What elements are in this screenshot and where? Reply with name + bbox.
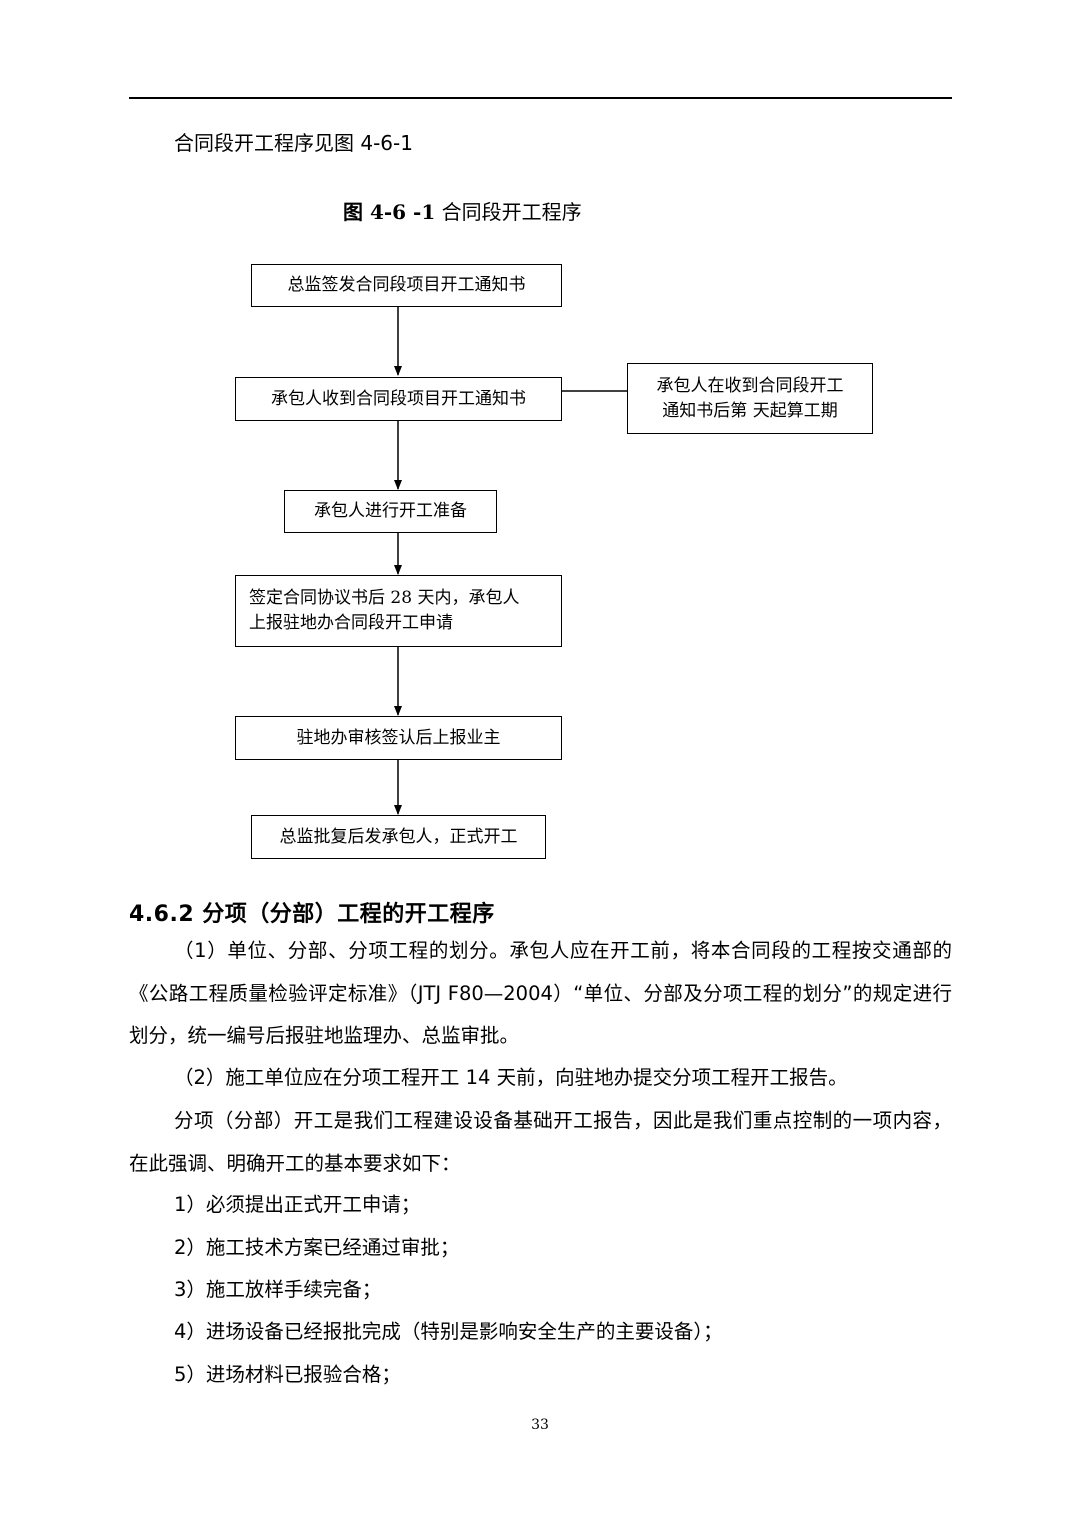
list-item: 4）进场设备已经报批完成（特别是影响安全生产的主要设备）；	[174, 1320, 723, 1343]
flow-box-approval: 总监批复后发承包人，正式开工	[251, 815, 546, 859]
list-item: 3）施工放样手续完备；	[174, 1278, 382, 1301]
flow-box-duration-note: 承包人在收到合同段开工 通知书后第 天起算工期	[627, 363, 873, 434]
figure-title: 合同段开工程序	[441, 200, 582, 224]
flow-box-issue-notice: 总监签发合同段项目开工通知书	[251, 264, 562, 307]
intro-line: 合同段开工程序见图 4-6-1	[174, 131, 413, 155]
header-rule	[129, 97, 952, 99]
page-number: 33	[531, 1417, 549, 1433]
list-item: 2）施工技术方案已经通过审批；	[174, 1236, 460, 1259]
figure-number: 图 4-6 -1	[343, 200, 436, 224]
flow-box-receive-notice: 承包人收到合同段项目开工通知书	[235, 377, 562, 421]
list-item: 1）必须提出正式开工申请；	[174, 1193, 421, 1216]
flow-box-review: 驻地办审核签认后上报业主	[235, 716, 562, 760]
flow-box-application: 签定合同协议书后 28 天内，承包人 上报驻地办合同段开工申请	[235, 575, 562, 647]
flowchart-connectors	[394, 306, 627, 815]
paragraph-3: 分项（分部）开工是我们工程建设设备基础开工报告，因此是我们重点控制的一项内容，在…	[129, 1109, 952, 1175]
list-item: 5）进场材料已报验合格；	[174, 1363, 401, 1386]
flow-box-preparation: 承包人进行开工准备	[284, 490, 497, 533]
figure-caption: 图 4-6 -1 合同段开工程序	[343, 197, 582, 227]
paragraph-1: （1）单位、分部、分项工程的划分。承包人应在开工前，将本合同段的工程按交通部的《…	[129, 939, 952, 1047]
paragraph-2: （2）施工单位应在分项工程开工 14 天前，向驻地办提交分项工程开工报告。	[174, 1066, 848, 1089]
section-heading: 4.6.2 分项（分部）工程的开工程序	[129, 902, 495, 927]
